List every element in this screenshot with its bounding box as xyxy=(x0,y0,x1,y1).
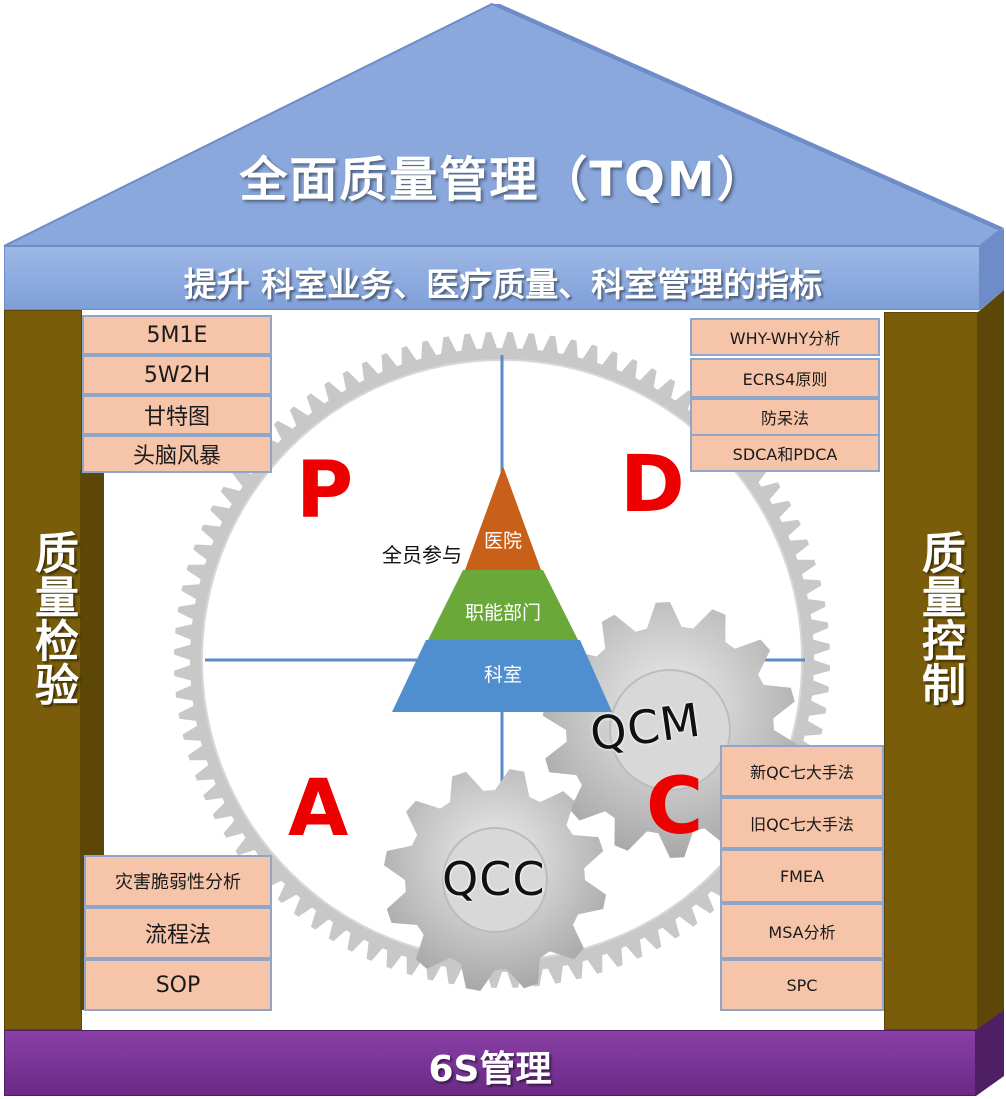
pyramid-tier-top xyxy=(465,466,541,570)
tool-sdca-pdca: SDCA和PDCA xyxy=(690,434,880,472)
tool-5m1e: 5M1E xyxy=(82,315,272,355)
tool-old-qc-seven: 旧QC七大手法 xyxy=(720,797,884,849)
tool-sop: SOP xyxy=(84,959,272,1011)
tool-spc: SPC xyxy=(720,959,884,1011)
left-pillar xyxy=(4,310,82,1030)
tool-fmea: FMEA xyxy=(720,849,884,903)
tool-hazard-vulnerability-analysis: 灾害脆弱性分析 xyxy=(84,855,272,907)
pdca-letter-c: C xyxy=(646,762,704,852)
tool-new-qc-seven: 新QC七大手法 xyxy=(720,745,884,797)
subtitle-text: 提升 科室业务、医疗质量、科室管理的指标 xyxy=(183,265,823,304)
tool-brainstorming: 头脑风暴 xyxy=(82,435,272,473)
gear-label-qcc: QCC xyxy=(442,852,546,906)
base-side xyxy=(976,1010,1004,1096)
pyramid-tier-functional-dept: 职能部门 xyxy=(464,602,541,624)
pyramid-side-label: 全员参与 xyxy=(382,543,462,567)
pdca-letter-p: P xyxy=(296,446,354,536)
tool-why-why-analysis: WHY-WHY分析 xyxy=(690,318,880,356)
roof-title: 全面质量管理（TQM） xyxy=(239,152,767,208)
right-pillar-label: 质量控制 xyxy=(914,530,965,706)
right-pillar-side xyxy=(978,290,1004,1032)
subtitle-banner xyxy=(4,246,980,310)
tool-gantt-chart: 甘特图 xyxy=(82,395,272,435)
base-label: 6S管理 xyxy=(428,1049,552,1090)
tool-5w2h: 5W2H xyxy=(82,355,272,395)
base-platform xyxy=(4,1030,976,1096)
tool-msa-analysis: MSA分析 xyxy=(720,903,884,959)
pyramid-tier-hospital: 医院 xyxy=(483,530,522,552)
pyramid-tier-middle xyxy=(428,570,578,640)
banner-side xyxy=(980,228,1004,310)
pyramid-tier-department: 科室 xyxy=(483,664,522,686)
tool-ecrs4-principle: ECRS4原则 xyxy=(690,358,880,398)
right-pillar xyxy=(884,312,978,1030)
qcc-gear xyxy=(384,769,606,991)
tool-process-method: 流程法 xyxy=(84,907,272,959)
tool-poka-yoke: 防呆法 xyxy=(690,398,880,436)
pyramid-tier-bottom xyxy=(392,640,612,712)
left-pillar-label: 质量检验 xyxy=(27,530,78,706)
pdca-letter-a: A xyxy=(288,764,349,854)
pdca-letter-d: D xyxy=(620,440,685,530)
